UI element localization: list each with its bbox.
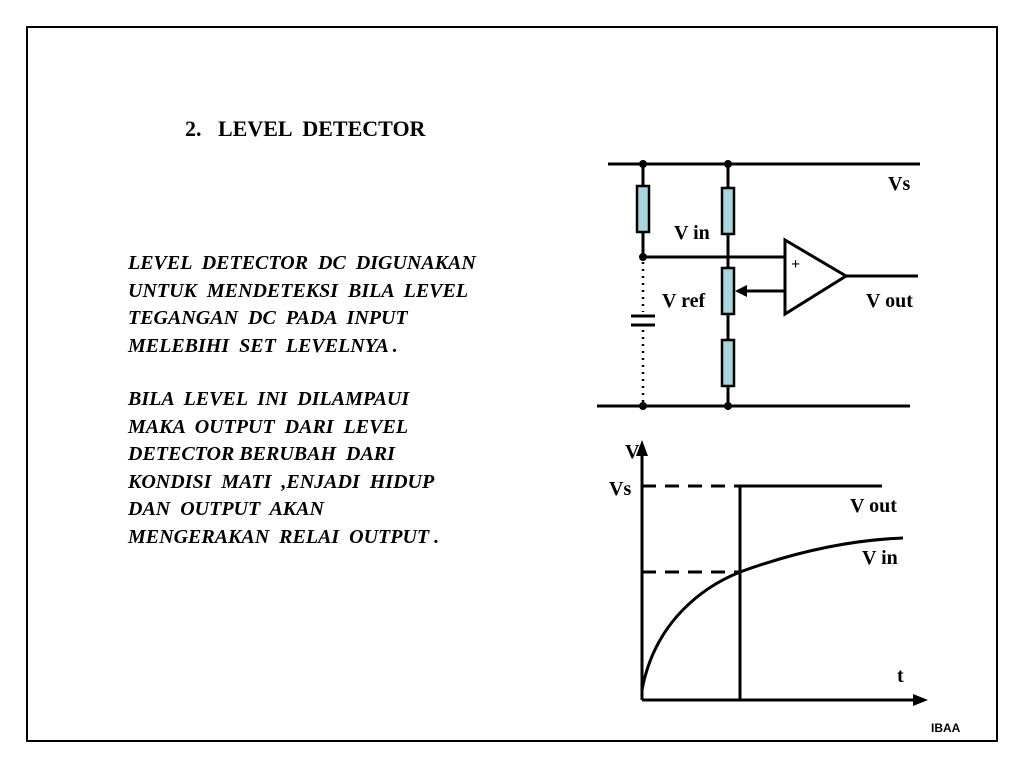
paragraph-2-line: DAN OUTPUT AKAN bbox=[128, 498, 324, 520]
paragraph-1-line: UNTUK MENDETEKSI BILA LEVEL bbox=[128, 279, 469, 302]
y-axis-arrowhead bbox=[636, 440, 648, 456]
wiper-arrowhead bbox=[735, 285, 747, 297]
graph-label-v: V bbox=[625, 441, 640, 463]
vin-rising-curve bbox=[640, 536, 904, 691]
paragraph-1: LEVEL DETECTOR DC DIGUNAKAN UNTUK MENDET… bbox=[128, 250, 476, 360]
junction-dot bbox=[639, 402, 647, 410]
paragraph-2: BILA LEVEL INI DILAMPAUI MAKA OUTPUT DAR… bbox=[128, 386, 439, 551]
potentiometer bbox=[720, 266, 736, 316]
junction-dot bbox=[639, 253, 647, 261]
paragraph-2-line: KONDISI MATI ,ENJADI HIDUP bbox=[128, 470, 435, 493]
op-amp-plus-sign: + bbox=[791, 256, 800, 273]
circuit-label-vout: V out bbox=[866, 290, 913, 312]
graph-label-vin: V in bbox=[862, 547, 898, 569]
circuit-label-vref: V ref bbox=[662, 290, 705, 312]
paragraph-1-line: LEVEL DETECTOR DC DIGUNAKAN bbox=[128, 252, 476, 274]
footer-label: IBAA bbox=[931, 721, 961, 735]
circuit-label-vin: V in bbox=[674, 222, 710, 244]
graph-label-t: t bbox=[897, 665, 904, 687]
vout-step-curve bbox=[738, 484, 882, 700]
resistor-bottom bbox=[720, 338, 736, 388]
graph-label-vs: Vs bbox=[609, 478, 631, 500]
circuit-schematic bbox=[597, 162, 920, 408]
paragraph-2-line: DETECTOR BERUBAH DARI bbox=[128, 443, 395, 465]
paragraph-2-line: MAKA OUTPUT DARI LEVEL bbox=[128, 415, 409, 438]
graph-label-vout: V out bbox=[850, 495, 897, 517]
x-axis-arrowhead bbox=[913, 694, 928, 706]
paragraph-2-line: MENGERAKAN RELAI OUTPUT . bbox=[128, 525, 440, 548]
response-graph bbox=[640, 452, 918, 702]
slide-frame bbox=[26, 26, 998, 742]
resistor-top bbox=[720, 186, 736, 236]
paragraph-1-line: MELEBIHI SET LEVELNYA . bbox=[128, 334, 398, 357]
junction-dots bbox=[639, 160, 732, 410]
junction-dot bbox=[724, 402, 732, 410]
paragraph-1-line: TEGANGAN DC PADA INPUT bbox=[128, 307, 408, 329]
paragraph-2-line: BILA LEVEL INI DILAMPAUI bbox=[128, 388, 410, 410]
op-amp bbox=[783, 237, 849, 317]
junction-dot bbox=[724, 160, 732, 168]
junction-dot bbox=[639, 160, 647, 168]
resistor-left bbox=[635, 184, 651, 234]
circuit-label-vs: Vs bbox=[888, 173, 910, 195]
slide-title: 2. LEVEL DETECTOR bbox=[185, 116, 426, 141]
